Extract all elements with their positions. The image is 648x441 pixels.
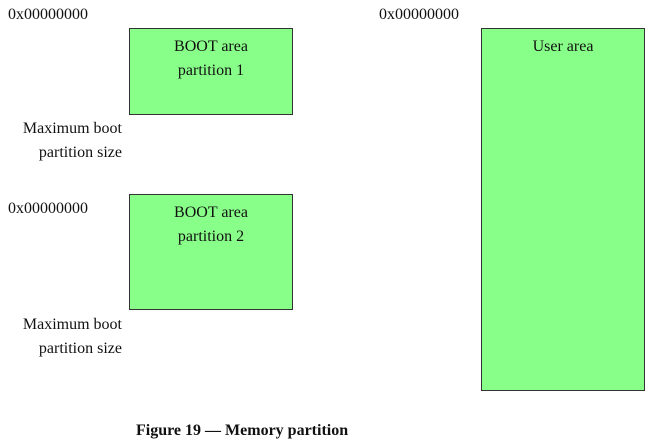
boot1-title-line2: partition 1 [177, 62, 245, 79]
boot1-start-address: 0x00000000 [8, 6, 88, 23]
boot-partition-2-box: BOOT area partition 2 [129, 194, 293, 310]
figure-caption: Figure 19 — Memory partition [136, 422, 349, 439]
boot2-size-label-line2: partition size [38, 340, 122, 357]
user-area-title: User area [532, 38, 594, 55]
boot-partition-1-box: BOOT area partition 1 [129, 28, 293, 115]
user-area-box: User area [481, 28, 645, 391]
boot1-size-label-line2: partition size [38, 144, 122, 161]
boot2-title-line1: BOOT area [174, 204, 248, 221]
boot1-size-label: Maximum boot partition size [0, 117, 122, 165]
user-start-address: 0x00000000 [379, 6, 459, 23]
boot2-start-address: 0x00000000 [8, 200, 88, 217]
boot2-size-label-line1: Maximum boot [22, 316, 122, 333]
boot2-title-line2: partition 2 [177, 228, 245, 245]
boot2-size-label: Maximum boot partition size [0, 313, 122, 361]
boot1-size-label-line1: Maximum boot [22, 120, 122, 137]
boot1-title-line1: BOOT area [174, 38, 248, 55]
